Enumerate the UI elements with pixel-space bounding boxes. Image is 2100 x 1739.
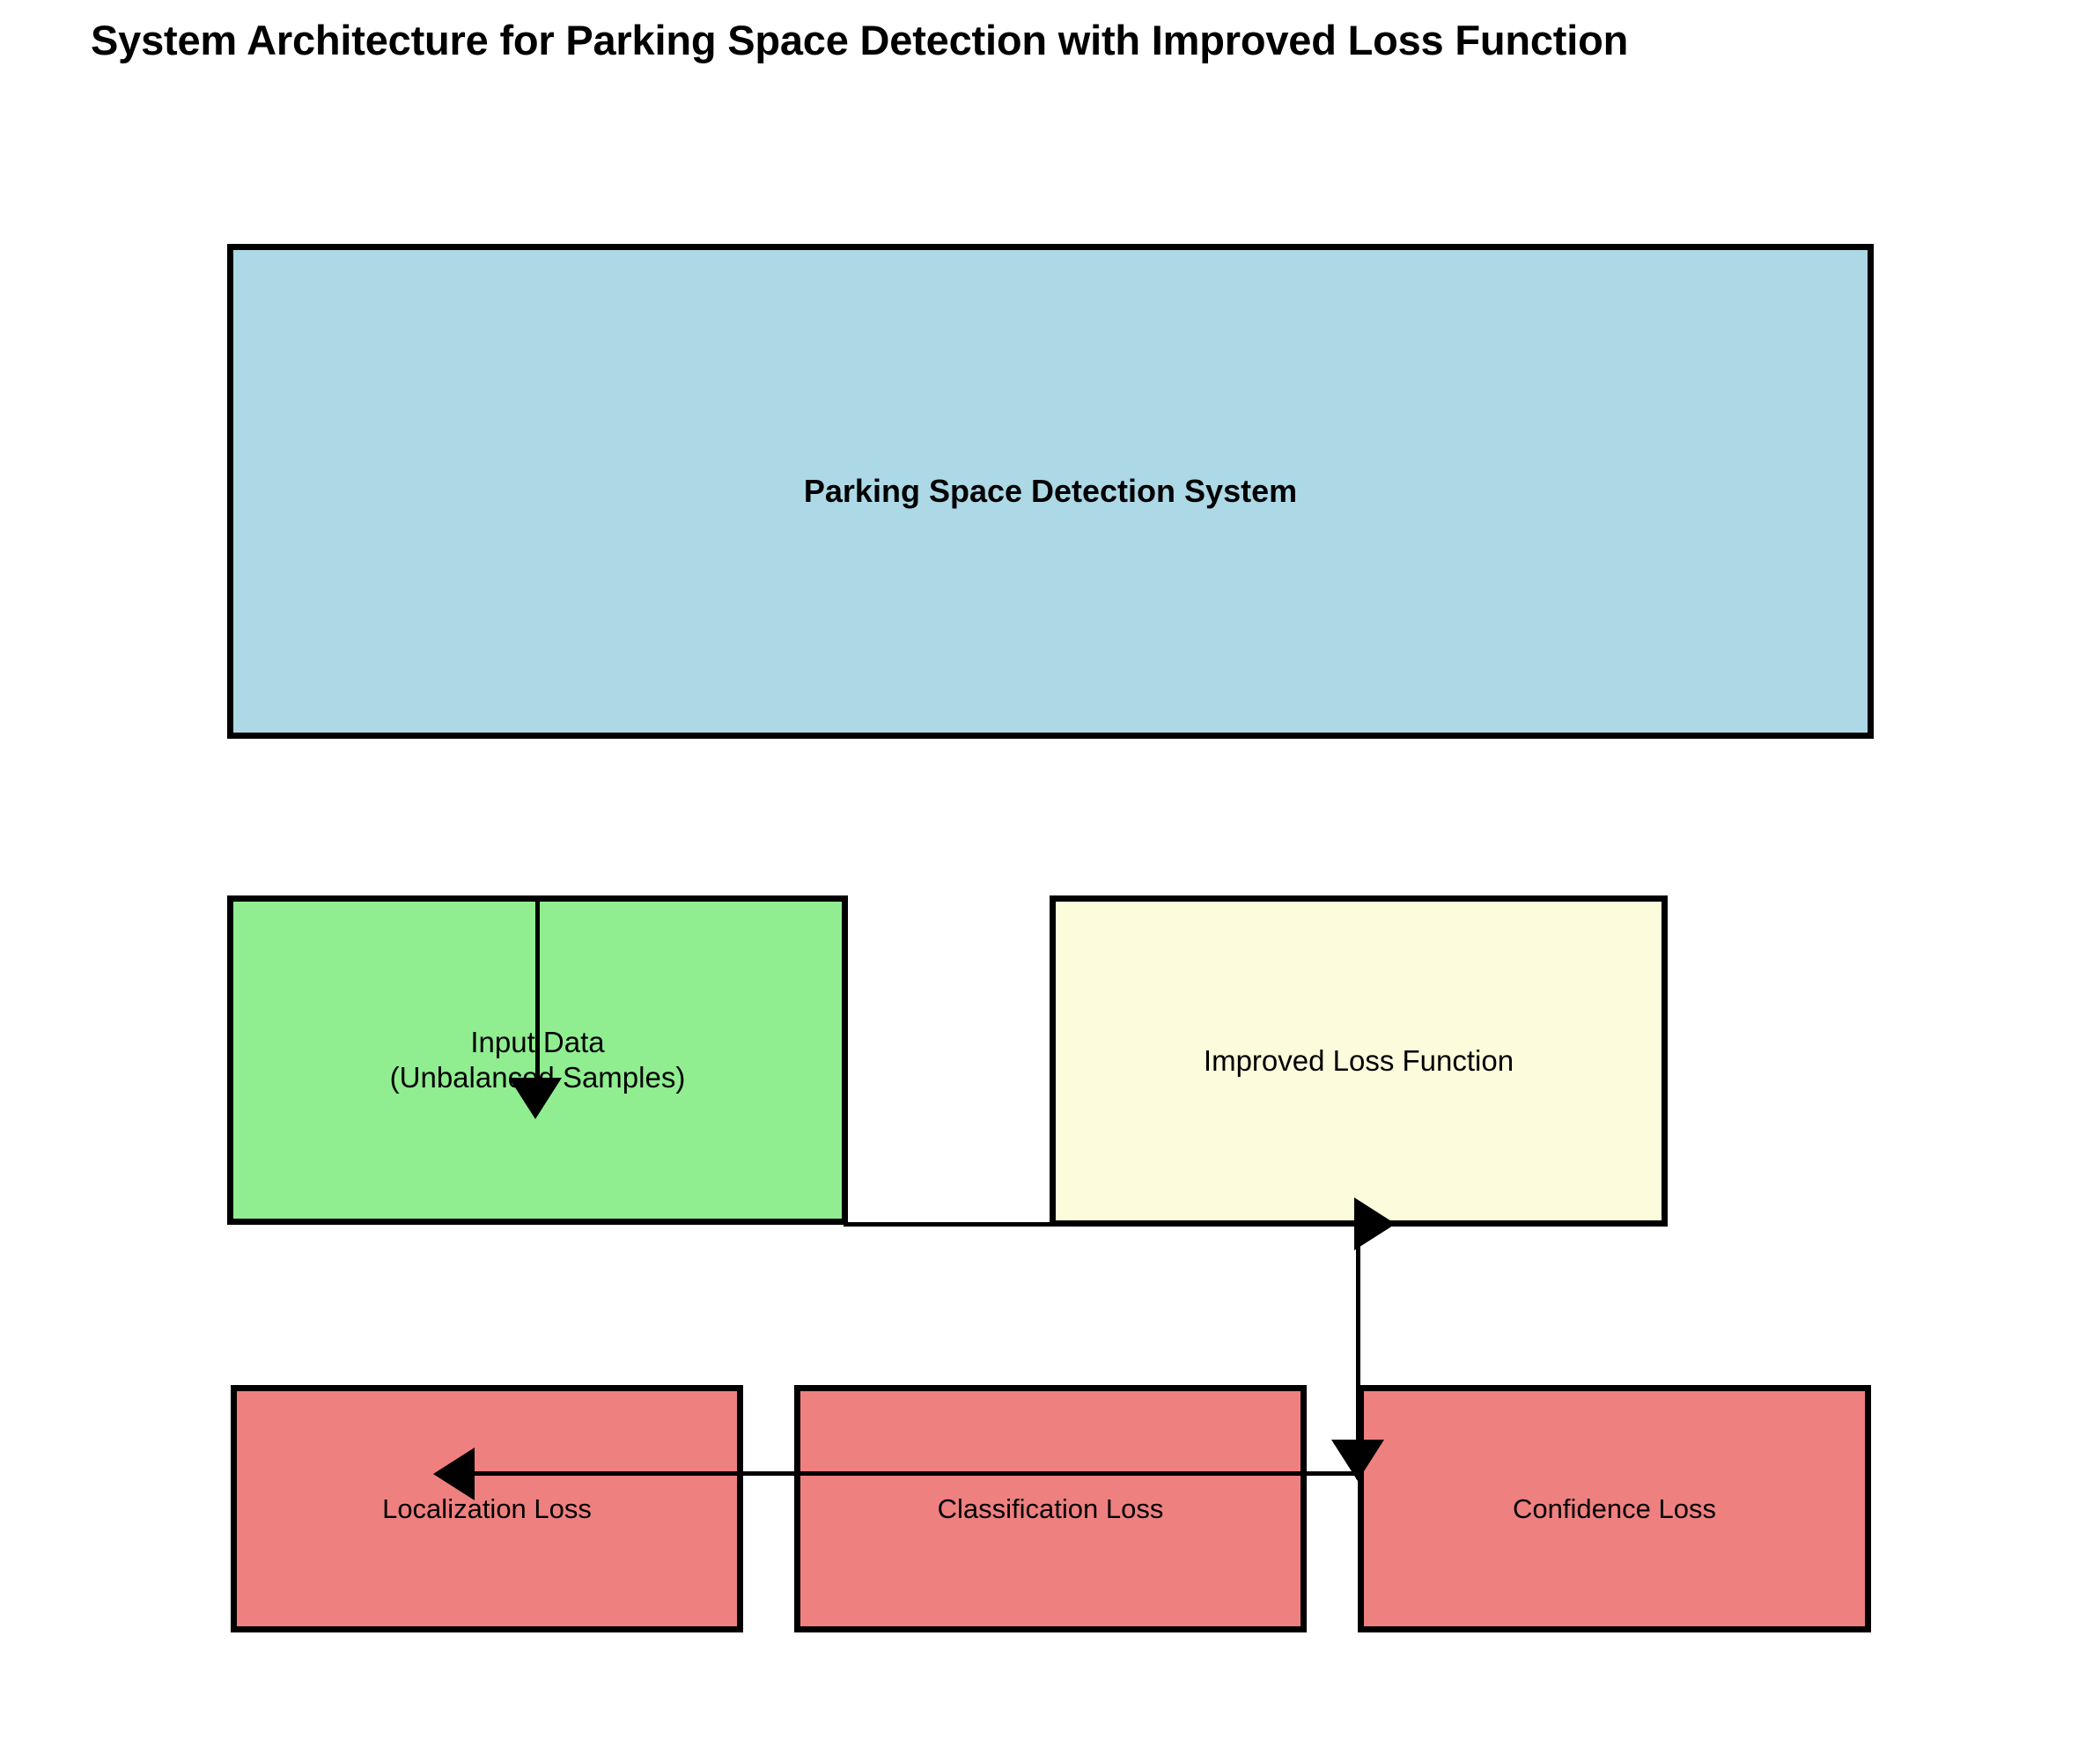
arrow-down-icon-system-to-input: [509, 1078, 562, 1119]
page-title: System Architecture for Parking Space De…: [91, 17, 1629, 63]
arrow-left-icon-classification-to-localization: [433, 1448, 475, 1500]
edge-input-to-loss-line: [844, 1222, 1365, 1227]
node-label-system: Parking Space Detection System: [803, 473, 1298, 510]
edge-classification-to-localization-line: [458, 1471, 1363, 1476]
node-confidence-loss[interactable]: Confidence Loss: [1358, 1385, 1871, 1632]
node-localization-loss[interactable]: Localization Loss: [231, 1385, 743, 1632]
node-parking-space-detection-system[interactable]: Parking Space Detection System: [227, 244, 1874, 739]
node-label-confidence-loss: Confidence Loss: [1513, 1492, 1716, 1524]
edge-loss-to-confidence-line: [1356, 1224, 1360, 1479]
edge-system-to-input-line: [535, 895, 540, 1085]
arrow-right-icon-input-to-loss: [1354, 1197, 1396, 1250]
node-improved-loss-function[interactable]: Improved Loss Function: [1050, 895, 1668, 1227]
node-label-localization-loss: Localization Loss: [382, 1492, 592, 1524]
node-classification-loss[interactable]: Classification Loss: [794, 1385, 1307, 1632]
node-label-classification-loss: Classification Loss: [937, 1492, 1164, 1524]
node-label-improved-loss-function: Improved Loss Function: [1203, 1043, 1514, 1077]
